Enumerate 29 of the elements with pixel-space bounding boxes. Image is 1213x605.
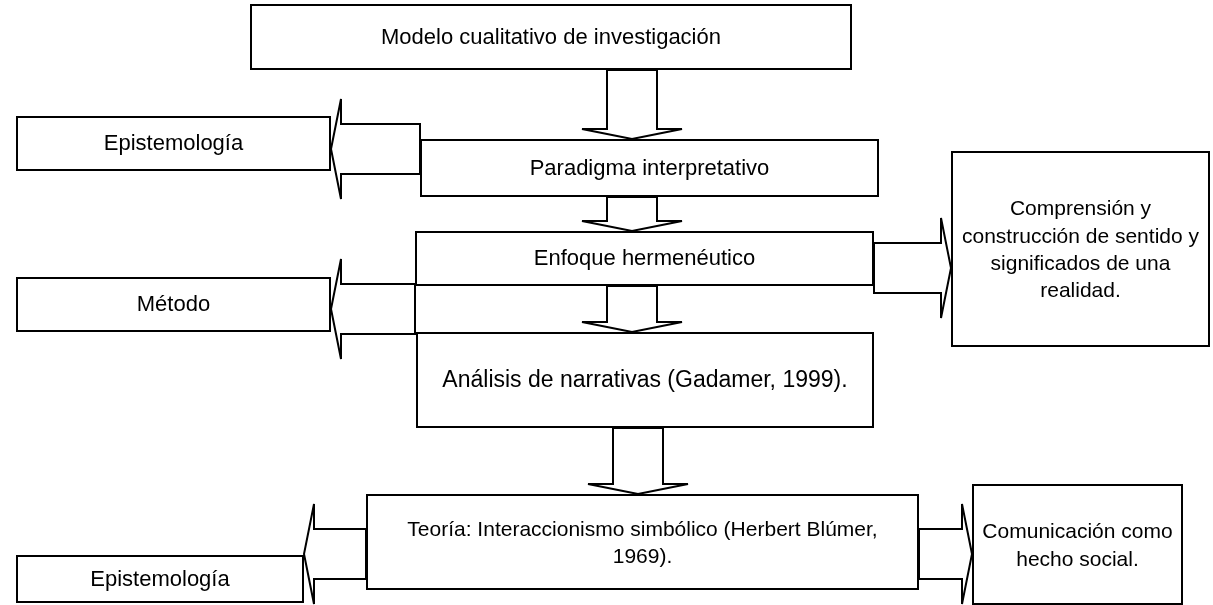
box-label: Paradigma interpretativo <box>529 153 770 182</box>
box-label: Comprensión y construcción de sentido y significados de una realidad. <box>961 195 1200 304</box>
process-box <box>16 277 331 332</box>
block-arrow <box>918 503 973 605</box>
process-box <box>16 116 331 171</box>
box-label: Epistemología <box>90 564 230 593</box>
block-arrow <box>581 285 683 333</box>
box-label: Epistemología <box>103 129 244 158</box>
process-box <box>951 151 1210 347</box>
block-arrow <box>873 217 952 319</box>
process-box <box>250 4 852 70</box>
block-arrow <box>330 98 421 200</box>
process-box <box>366 494 919 590</box>
process-box <box>972 484 1183 605</box>
box-label: Modelo cualitativo de investigación <box>381 22 721 51</box>
process-box <box>420 139 879 197</box>
box-label: Enfoque hermenéutico <box>533 244 756 273</box>
process-box <box>415 231 874 286</box>
process-box <box>416 332 874 428</box>
box-label: Teoría: Interaccionismo simbólico (Herbert Blúmer, 1969). <box>406 515 879 569</box>
block-arrow <box>581 196 683 232</box>
box-label: Análisis de narrativas (Gadamer, 1999). <box>442 365 848 395</box>
box-label: Método <box>136 290 211 319</box>
box-label: Comunicación como hecho social. <box>982 518 1173 572</box>
process-box <box>16 555 304 603</box>
block-arrow <box>587 427 689 495</box>
block-arrow <box>581 69 683 140</box>
block-arrow <box>330 258 416 360</box>
block-arrow <box>303 503 367 605</box>
